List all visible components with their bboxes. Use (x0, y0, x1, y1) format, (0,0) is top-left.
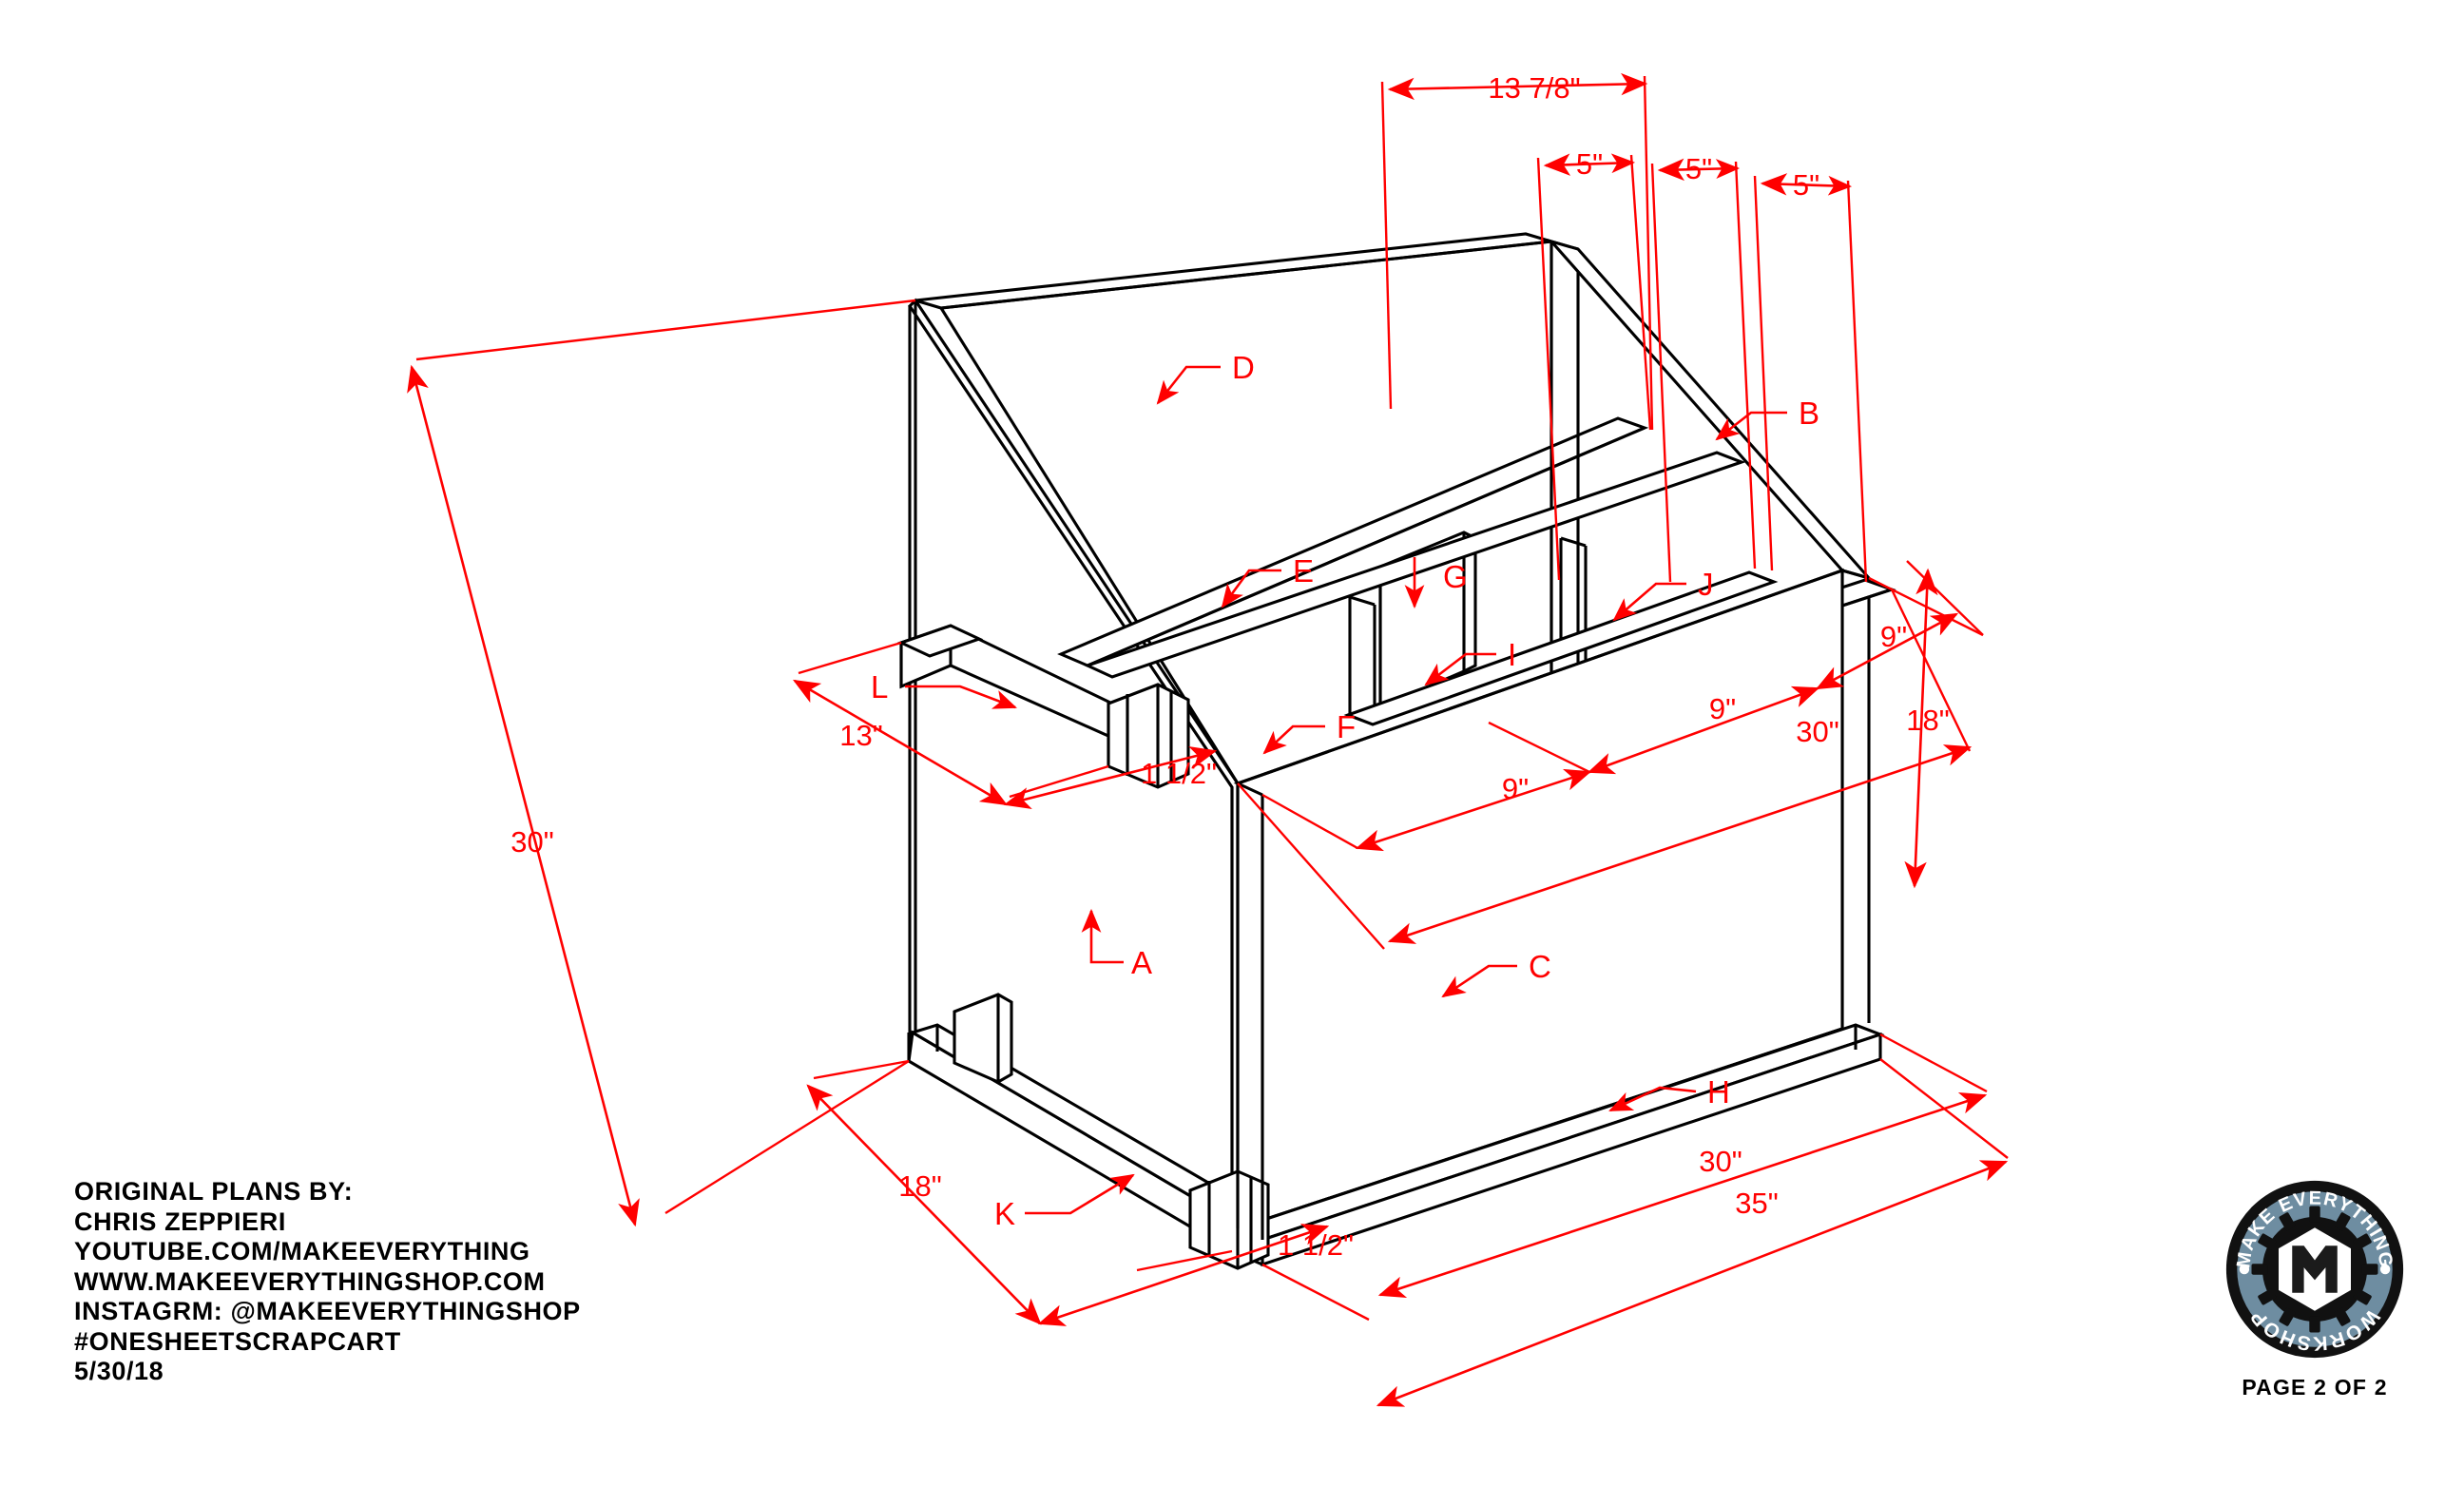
credits-line-1: ORIGINAL PLANS BY: (74, 1177, 354, 1206)
label-J: J (1698, 567, 1714, 602)
callout-I: I (1424, 637, 1516, 686)
callout-E: E (1221, 553, 1314, 608)
callout-L: L (871, 669, 1017, 709)
callout-A: A (1081, 908, 1152, 980)
part-label-callouts: D B E G J I (871, 350, 1819, 1231)
callout-F: F (1262, 709, 1356, 755)
label-F: F (1337, 709, 1356, 744)
label-C: C (1529, 949, 1551, 984)
credits-line-6: #ONESHEETSCRAPCART (74, 1326, 401, 1356)
callout-K: K (994, 1173, 1135, 1231)
credits-line-4: WWW.MAKEEVERYTHINGSHOP.COM (74, 1266, 546, 1296)
label-A: A (1131, 945, 1152, 980)
dim-18-right-label: 18" (1906, 704, 1950, 737)
dim-5-b-label: 5" (1685, 152, 1712, 185)
dim-9-front-label: 9" (1502, 772, 1529, 805)
callout-J: J (1612, 567, 1714, 622)
credits-line-5: INSTAGRM: @MAKEEVERYTHINGSHOP (74, 1297, 581, 1325)
part-I-divider (1348, 595, 1376, 723)
dimension-annotations: 13 7/8" 5" 5" 5" 30" 13" (407, 71, 2009, 1407)
credits-line-7: 5/30/18 (74, 1357, 164, 1385)
part-right-foot-block (1188, 1169, 1270, 1270)
dim-9-mid-label: 9" (1709, 692, 1736, 725)
dim-13-handle-label: 13" (839, 719, 883, 752)
callout-C: C (1441, 949, 1551, 998)
logo-block: MAKE EVERYTHING WORKSHOP PAGE 2 OF 2 (2210, 1179, 2419, 1400)
label-D: D (1232, 350, 1255, 385)
dim-5-c-label: 5" (1793, 168, 1819, 202)
credits-line-3: YOUTUBE.COM/MAKEEVERYTHING (74, 1237, 530, 1265)
label-H: H (1707, 1074, 1730, 1110)
callout-B: B (1715, 396, 1819, 441)
page-number-label: PAGE 2 OF 2 (2242, 1375, 2388, 1400)
dim-1-5-handle-label: 1 1/2" (1141, 757, 1217, 790)
make-everything-workshop-logo-icon: MAKE EVERYTHING WORKSHOP (2225, 1180, 2404, 1359)
label-L: L (871, 669, 888, 705)
dim-13-7-8-label: 13 7/8" (1488, 71, 1580, 105)
part-left-foot-cleat (953, 993, 1013, 1084)
part-front-corner-uprights (1236, 782, 1264, 1240)
dim-30-base-label: 30" (1699, 1145, 1742, 1178)
callout-H: H (1608, 1074, 1730, 1112)
cart-geometry (896, 232, 1896, 1270)
credits-block: ORIGINAL PLANS BY: CHRIS ZEPPIERI YOUTUB… (74, 1177, 581, 1387)
dim-9-right-label: 9" (1880, 620, 1907, 653)
callout-G: G (1404, 557, 1468, 609)
label-G: G (1443, 559, 1468, 594)
dim-1-5-base-label: 1 1/2" (1278, 1228, 1354, 1262)
dim-5-a-label: 5" (1576, 147, 1603, 181)
label-B: B (1799, 396, 1819, 431)
dim-30-height-label: 30" (510, 825, 554, 859)
label-E: E (1293, 553, 1314, 589)
callout-D: D (1156, 350, 1255, 405)
dim-18-left-label: 18" (898, 1169, 942, 1203)
dim-30-shelf-label: 30" (1796, 715, 1839, 748)
dim-35-base-label: 35" (1735, 1187, 1779, 1220)
label-K: K (994, 1196, 1015, 1231)
label-I: I (1508, 637, 1516, 672)
credits-line-2: CHRIS ZEPPIERI (74, 1207, 286, 1236)
